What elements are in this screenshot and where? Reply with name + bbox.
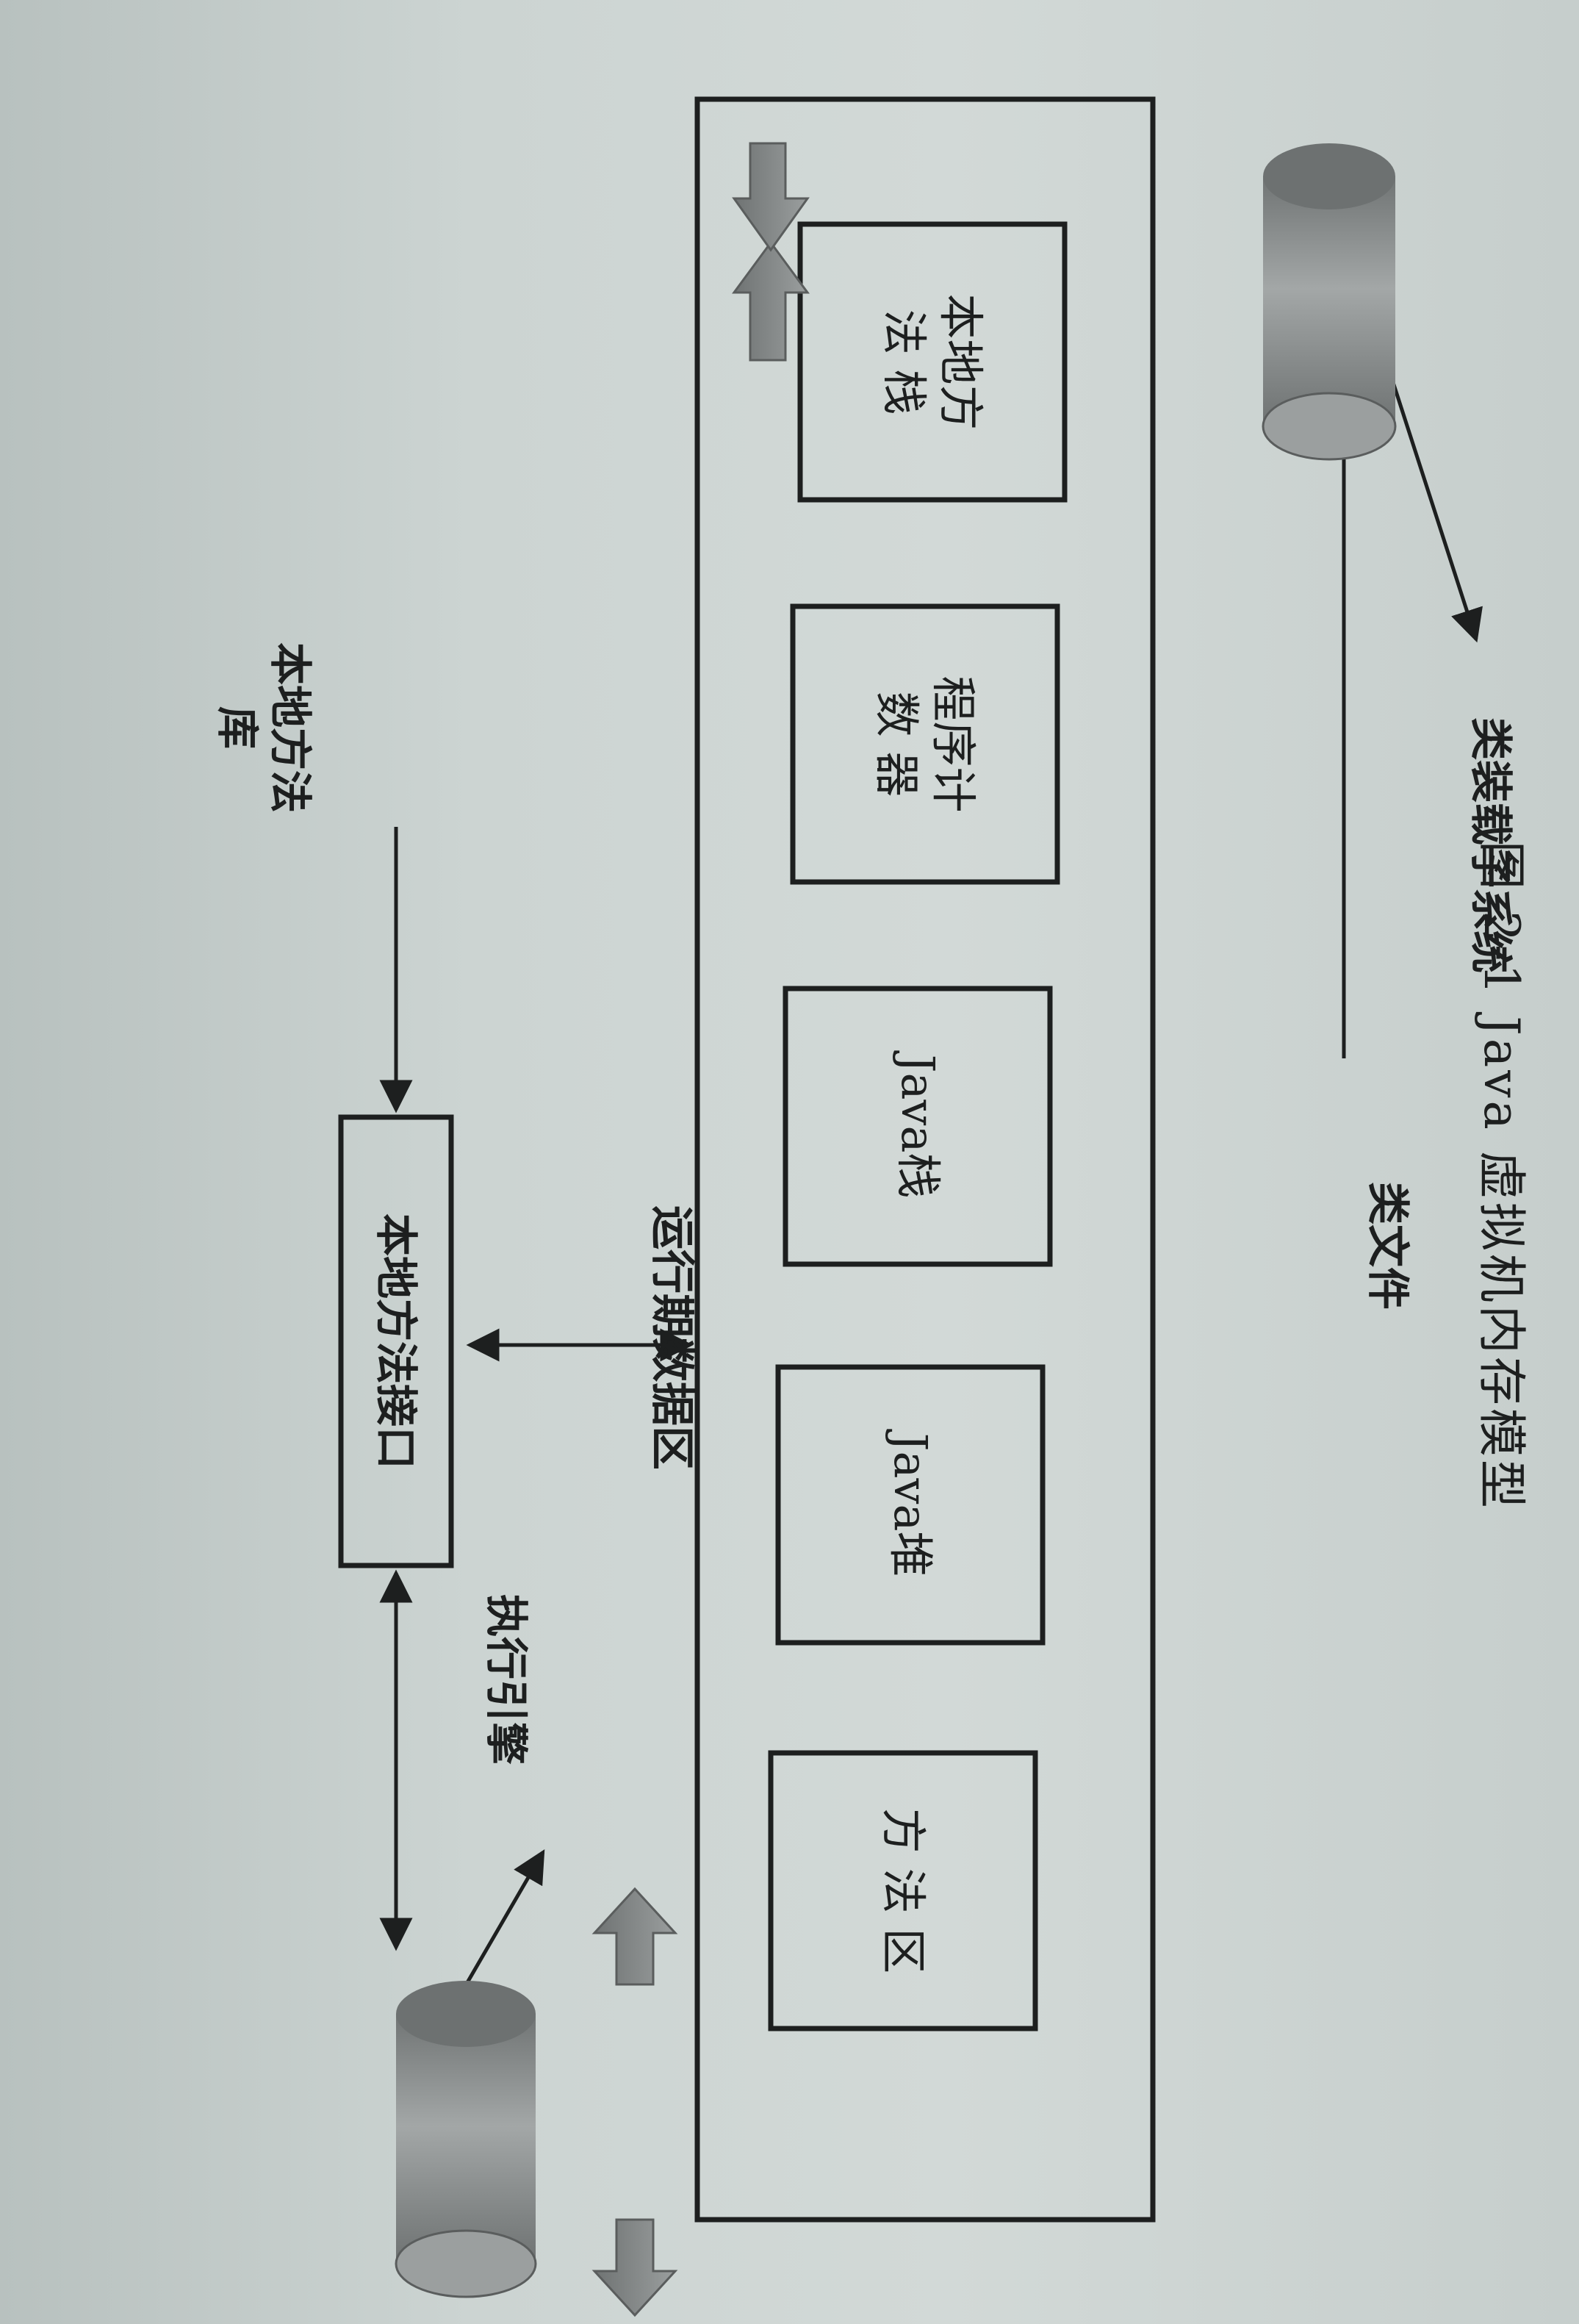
native-library-label: 本地方法库: [212, 642, 316, 813]
loader-block-arrow-upper: [732, 240, 810, 362]
class-file-label: 类文件: [1363, 1181, 1414, 1310]
execution-engine-label: 执行引擎: [481, 1593, 532, 1765]
native-interface-label: 本地方法接口: [371, 1213, 422, 1469]
java-stack-box: [783, 986, 1053, 1267]
loader-block-arrow-lower: [732, 142, 810, 252]
method-area-box: [768, 1750, 1038, 2031]
execution-engine-cylinder: [395, 1981, 537, 2298]
native-method-stack-label: 本地方 法 栈: [877, 293, 988, 431]
native-method-stack-box: [797, 221, 1068, 503]
runtime-data-area-box: [694, 96, 1156, 2223]
program-counter-box: [790, 603, 1060, 885]
program-counter-label: 程序计 数 器: [870, 675, 981, 813]
method-area-label: 方 法 区: [876, 1807, 930, 1974]
engine-block-arrow-upper: [591, 2218, 678, 2317]
engine-block-arrow-lower: [591, 1887, 678, 1986]
java-heap-label: Java堆: [883, 1432, 938, 1577]
figure-caption: 图 2-1 Java 虚拟机内存模型: [1473, 841, 1530, 1511]
class-loader-cylinder: [1262, 143, 1397, 461]
runtime-data-area-label: 运行期数据区: [646, 1205, 698, 1470]
java-stack-label: Java栈: [891, 1054, 945, 1199]
java-heap-box: [775, 1364, 1046, 1646]
native-interface-box: [338, 1114, 454, 1568]
